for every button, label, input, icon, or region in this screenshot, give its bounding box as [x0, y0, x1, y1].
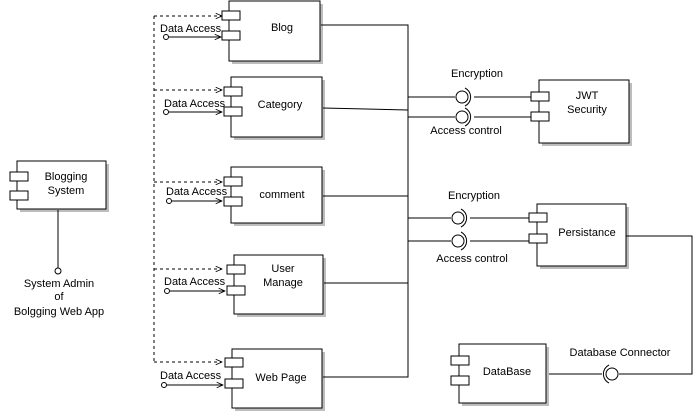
persist-access-socket: [460, 231, 468, 251]
system-admin-label-1: System Admin: [24, 278, 94, 290]
system-admin-label-3: Bolgging Web App: [14, 306, 104, 318]
blogging-system-label-2: System: [48, 185, 85, 197]
database-label: DataBase: [483, 366, 531, 378]
category-label: Category: [258, 99, 303, 111]
blogging-system-component[interactable]: Blogging System: [9, 160, 109, 212]
persist-access-label: Access control: [436, 253, 508, 265]
category-component[interactable]: Category: [223, 76, 325, 140]
system-admin-label-2: of: [54, 291, 64, 303]
persist-encryption-label: Encryption: [448, 190, 500, 202]
database-component[interactable]: DataBase: [450, 343, 549, 406]
user-manage-label-2: Manage: [263, 277, 303, 289]
category-data-access-port: [163, 109, 169, 115]
persist-access-lollipop: [451, 234, 465, 248]
webpage-data-access-label: Data Access: [160, 370, 222, 382]
user-manage-label-1: User: [271, 263, 295, 275]
user-data-access-label: Data Access: [164, 276, 226, 288]
persist-encryption-lollipop: [451, 211, 465, 225]
persist-encryption-socket: [460, 208, 468, 228]
jwt-encryption-socket: [464, 87, 472, 107]
jwt-encryption-lollipop: [455, 90, 469, 104]
comment-data-access-label: Data Access: [166, 186, 228, 198]
webpage-data-access-port: [161, 382, 167, 388]
blog-label: Blog: [271, 22, 293, 34]
jwt-security-component[interactable]: JWT Security: [530, 79, 632, 146]
persistance-label: Persistance: [558, 227, 615, 239]
web-page-component[interactable]: Web Page: [224, 348, 325, 411]
comment-label: comment: [259, 189, 304, 201]
comment-component[interactable]: comment: [223, 166, 325, 226]
trunk-connectors: [321, 24, 409, 378]
category-data-access-label: Data Access: [164, 98, 226, 110]
database-connector-label: Database Connector: [570, 347, 671, 359]
database-connector-socket: [602, 364, 610, 384]
jwt-access-lollipop: [455, 110, 469, 124]
user-manage-component[interactable]: User Manage: [226, 254, 326, 317]
persistance-component[interactable]: Persistance: [528, 203, 629, 269]
jwt-security-label-1: JWT: [576, 90, 599, 102]
jwt-access-label: Access control: [430, 125, 502, 137]
blog-data-access-label: Data Access: [160, 23, 222, 35]
user-data-access-port: [164, 288, 170, 294]
jwt-encryption-label: Encryption: [451, 68, 503, 80]
blog-component[interactable]: Blog: [221, 0, 323, 64]
jwt-access-socket: [464, 107, 472, 127]
admin-port: [54, 267, 62, 275]
jwt-security-label-2: Security: [567, 104, 607, 116]
database-connector-line: [619, 235, 693, 375]
web-page-label: Web Page: [255, 372, 306, 384]
blogging-system-label-1: Blogging: [45, 171, 88, 183]
comment-data-access-port: [166, 198, 172, 204]
blog-data-access-port: [163, 34, 169, 40]
database-connector-lollipop: [605, 367, 619, 381]
